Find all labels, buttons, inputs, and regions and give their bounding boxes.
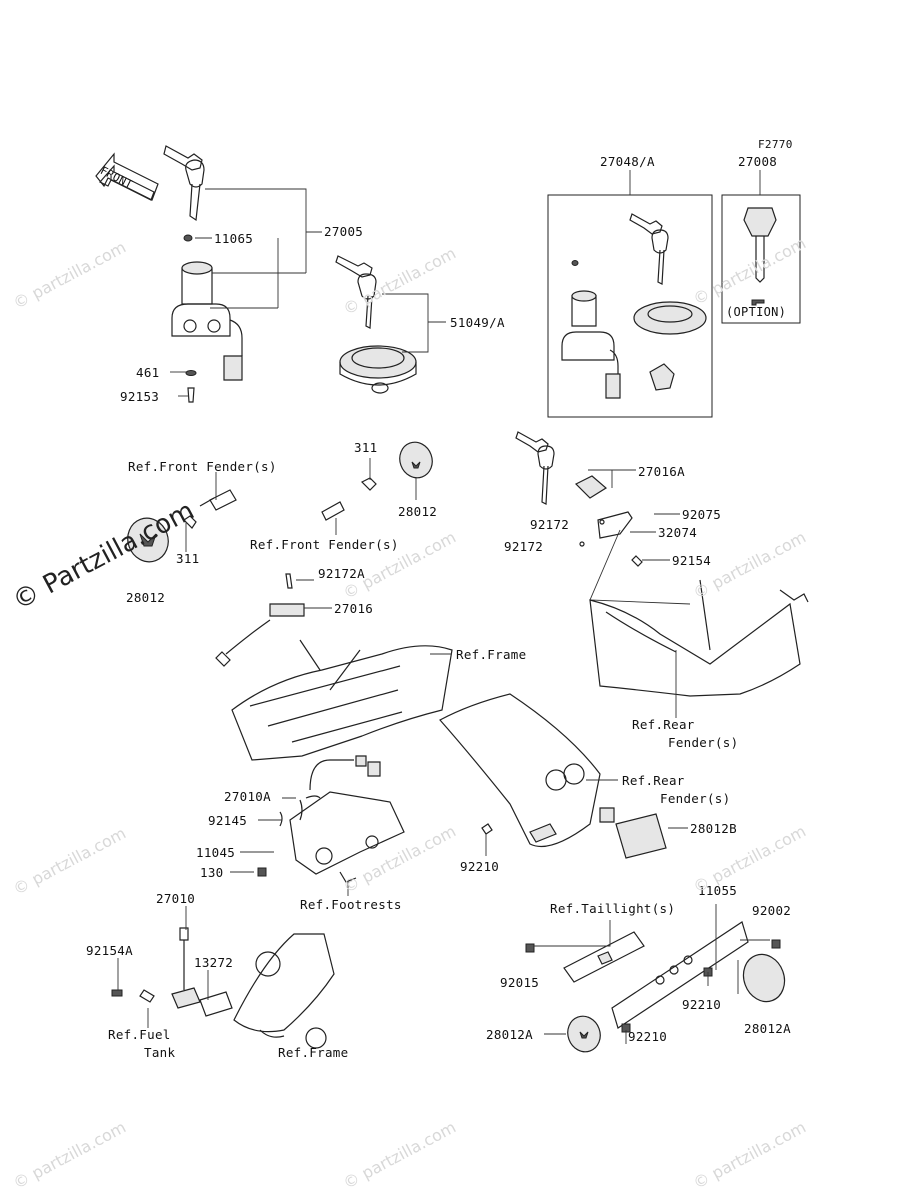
label-92172-a: 92172 bbox=[530, 517, 570, 532]
label-27005: 27005 bbox=[324, 224, 364, 239]
rear-fender-center-icon bbox=[439, 693, 667, 859]
label-ref-footrests: Ref.Footrests bbox=[300, 897, 402, 912]
label-ref-frame-1: Ref.Frame bbox=[456, 647, 527, 662]
label-ref-fuel-b: Tank bbox=[144, 1045, 176, 1060]
label-51049A: 51049/A bbox=[450, 315, 505, 330]
label-28012-right: 28012 bbox=[398, 504, 438, 519]
rear-fender-icon bbox=[589, 579, 809, 697]
label-28012B: 28012B bbox=[690, 821, 737, 836]
label-32074: 32074 bbox=[658, 525, 698, 540]
key-set-icon bbox=[561, 213, 707, 399]
footrest-bracket-icon bbox=[257, 791, 405, 883]
cover-28012-right-icon bbox=[321, 441, 433, 521]
label-ref-rear-fender-1b: Fender(s) bbox=[668, 735, 739, 750]
frame-icon bbox=[231, 639, 453, 761]
label-13272: 13272 bbox=[194, 955, 234, 970]
ignition-switch-icon bbox=[171, 234, 243, 403]
label-27010: 27010 bbox=[156, 891, 196, 906]
label-92154A: 92154A bbox=[86, 943, 133, 958]
label-27016: 27016 bbox=[334, 601, 374, 616]
label-92002: 92002 bbox=[752, 903, 792, 918]
label-ref-front-fender-1: Ref.Front Fender(s) bbox=[128, 459, 277, 474]
seat-lock-cable-icon bbox=[215, 573, 305, 667]
cover-28012-icon bbox=[127, 489, 237, 563]
label-11055: 11055 bbox=[698, 883, 738, 898]
label-92145: 92145 bbox=[208, 813, 248, 828]
label-ref-taillight: Ref.Taillight(s) bbox=[550, 901, 676, 916]
taillight-bracket-icon bbox=[525, 921, 786, 1053]
fuel-cap-key-icon bbox=[335, 255, 377, 329]
sidestand-switch-icon bbox=[111, 927, 233, 1017]
label-461: 461 bbox=[136, 365, 160, 380]
label-130: 130 bbox=[200, 865, 224, 880]
label-ref-front-fender-2: Ref.Front Fender(s) bbox=[250, 537, 399, 552]
label-ref-frame-2: Ref.Frame bbox=[278, 1045, 349, 1060]
label-28012A-left: 28012A bbox=[486, 1027, 533, 1042]
label-311-right: 311 bbox=[354, 440, 378, 455]
label-ref-fuel-a: Ref.Fuel bbox=[108, 1027, 171, 1042]
label-27010A: 27010A bbox=[224, 789, 271, 804]
front-arrow-icon bbox=[95, 152, 159, 201]
option-label: (OPTION) bbox=[726, 305, 787, 319]
label-11065: 11065 bbox=[214, 231, 254, 246]
label-92210-b: 92210 bbox=[682, 997, 722, 1012]
label-311-left: 311 bbox=[176, 551, 200, 566]
label-92075: 92075 bbox=[682, 507, 722, 522]
label-28012A-right: 28012A bbox=[744, 1021, 791, 1036]
label-92172A: 92172A bbox=[318, 566, 365, 581]
fuel-cap-icon bbox=[339, 345, 417, 394]
label-27048A: 27048/A bbox=[600, 154, 655, 169]
label-ref-rear-fender-1a: Ref.Rear bbox=[632, 717, 695, 732]
label-92015: 92015 bbox=[500, 975, 540, 990]
label-92172-b: 92172 bbox=[504, 539, 544, 554]
label-92153: 92153 bbox=[120, 389, 160, 404]
frame-lower-icon bbox=[233, 933, 335, 1049]
label-92154: 92154 bbox=[672, 553, 712, 568]
sensor-27010A-icon bbox=[279, 755, 381, 827]
label-27008: 27008 bbox=[738, 154, 778, 169]
blank-key-icon bbox=[743, 207, 777, 306]
seat-lock-key-icon bbox=[515, 431, 643, 567]
label-92210-c: 92210 bbox=[628, 1029, 668, 1044]
label-ref-rear-fender-2a: Ref.Rear bbox=[622, 773, 685, 788]
label-28012-left: 28012 bbox=[126, 590, 166, 605]
option-box bbox=[721, 194, 801, 324]
label-11045: 11045 bbox=[196, 845, 236, 860]
figure-code: F2770 bbox=[758, 138, 793, 151]
label-27016A: 27016A bbox=[638, 464, 685, 479]
ignition-key-icon bbox=[163, 145, 205, 222]
label-ref-rear-fender-2b: Fender(s) bbox=[660, 791, 731, 806]
label-92210-a: 92210 bbox=[460, 859, 500, 874]
